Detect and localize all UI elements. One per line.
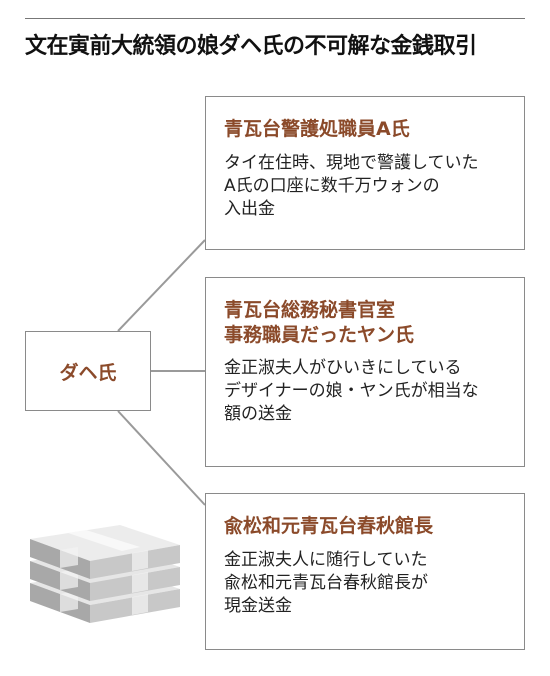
case-3-title-line: 兪松和元青瓦台春秋館長 [224, 515, 434, 537]
money-stack-icon [30, 525, 180, 623]
case-3-body-line: 現金送金 [224, 595, 292, 616]
case-3-body: 金正淑夫人に随行していた 兪松和元青瓦台春秋館長が 現金送金 [224, 549, 506, 618]
case-2-body-line: デザイナーの娘・ヤン氏が相当な [224, 381, 479, 402]
case-1-title-line: 青瓦台警護処職員A氏 [224, 118, 410, 140]
subject-label: ダヘ氏 [59, 361, 117, 384]
top-rule [25, 18, 525, 19]
connector-to-case-1 [117, 239, 206, 332]
case-3-title: 兪松和元青瓦台春秋館長 [224, 514, 506, 539]
case-2-title-line: 青瓦台総務秘書官室 [224, 299, 396, 321]
case-box-3: 兪松和元青瓦台春秋館長 金正淑夫人に随行していた 兪松和元青瓦台春秋館長が 現金… [205, 493, 525, 650]
case-2-body-line: 額の送金 [224, 404, 292, 425]
case-2-body-line: 金正淑夫人がひいきにしている [224, 358, 462, 379]
headline: 文在寅前大統領の娘ダヘ氏の不可解な金銭取引 [25, 34, 477, 59]
case-1-body: タイ在住時、現地で警護していた A氏の口座に数千万ウォンの 入出金 [224, 152, 506, 221]
case-1-body-line: A氏の口座に数千万ウォンの [224, 175, 440, 196]
case-2-title-line: 事務職員だったヤン氏 [224, 323, 415, 346]
case-1-body-line: 入出金 [224, 198, 275, 219]
case-2-title: 青瓦台総務秘書官室 事務職員だったヤン氏 [224, 298, 506, 347]
connector-to-case-3 [117, 410, 206, 506]
case-1-body-line: タイ在住時、現地で警護していた [224, 152, 479, 173]
case-box-1: 青瓦台警護処職員A氏 タイ在住時、現地で警護していた A氏の口座に数千万ウォンの… [205, 96, 525, 250]
case-2-body: 金正淑夫人がひいきにしている デザイナーの娘・ヤン氏が相当な 額の送金 [224, 357, 506, 426]
case-1-title: 青瓦台警護処職員A氏 [224, 117, 506, 142]
case-3-body-line: 金正淑夫人に随行していた [224, 549, 428, 570]
case-box-2: 青瓦台総務秘書官室 事務職員だったヤン氏 金正淑夫人がひいきにしている デザイナ… [205, 277, 525, 467]
subject-box: ダヘ氏 [25, 331, 151, 411]
money-bundle-top [30, 525, 180, 579]
case-3-body-line: 兪松和元青瓦台春秋館長が [224, 572, 428, 593]
